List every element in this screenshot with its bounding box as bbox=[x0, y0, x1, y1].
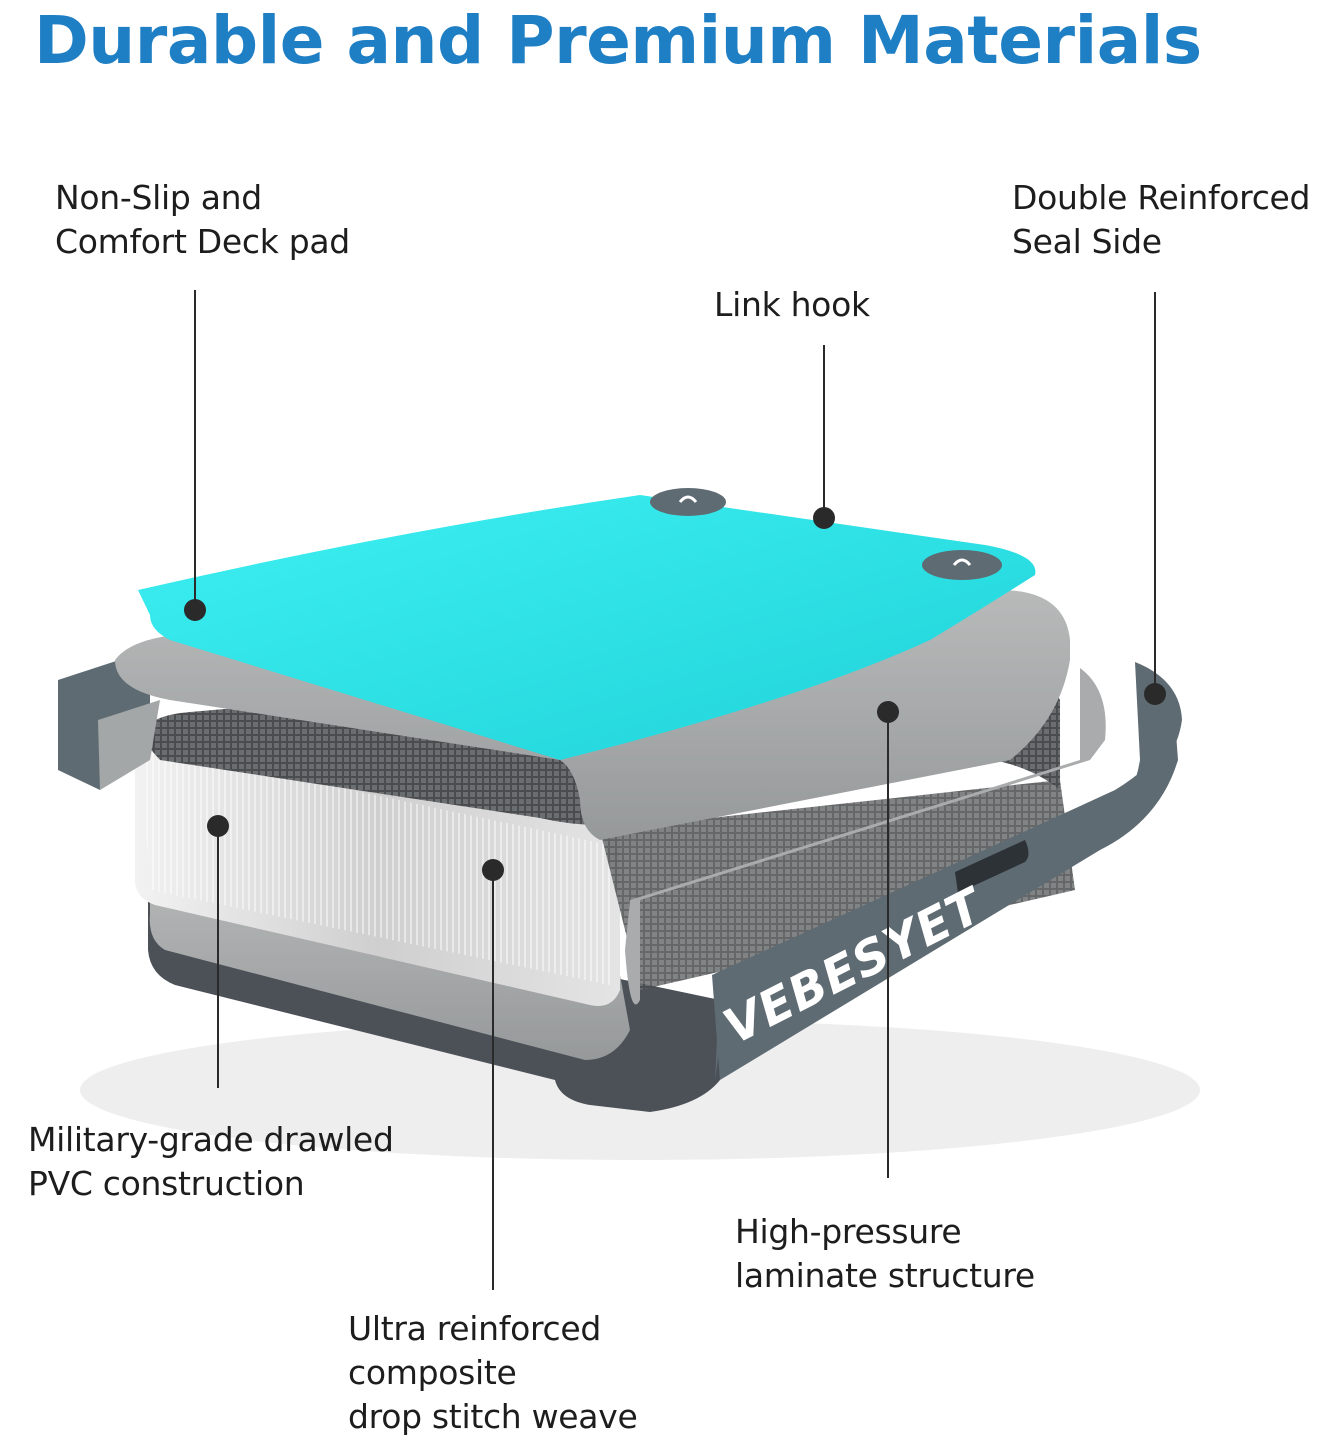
side-wall-mesh bbox=[600, 780, 1075, 990]
link-hook-2 bbox=[922, 550, 1002, 580]
deck-pad-dot bbox=[184, 599, 206, 621]
link-hook-1-ring bbox=[678, 495, 698, 503]
label-link-hook: Link hook bbox=[714, 285, 870, 324]
link-hook-1 bbox=[650, 488, 726, 516]
link-hook-dot bbox=[813, 507, 835, 529]
carry-handle bbox=[955, 840, 1029, 893]
leader-lines bbox=[184, 290, 1166, 1290]
label-laminate: High-pressure laminate structure bbox=[735, 1212, 1035, 1295]
deck-pad bbox=[138, 495, 1036, 760]
page-title: Durable and Premium Materials bbox=[34, 2, 1202, 79]
laminate-dot bbox=[877, 701, 899, 723]
label-pvc: Military-grade drawled PVC construction bbox=[28, 1120, 394, 1203]
label-drop-stitch: Ultra reinforced composite drop stitch w… bbox=[348, 1309, 638, 1436]
label-deck-pad: Non-Slip and Comfort Deck pad bbox=[55, 178, 350, 261]
left-laminate-fold bbox=[98, 700, 160, 790]
pvc-dot bbox=[207, 815, 229, 837]
link-hook-2-ring bbox=[952, 558, 972, 566]
drop-stitch-dot bbox=[482, 859, 504, 881]
seal-side-dot bbox=[1144, 683, 1166, 705]
side-seal-band bbox=[712, 720, 1178, 1080]
label-seal-side: Double Reinforced Seal Side bbox=[1012, 178, 1311, 261]
